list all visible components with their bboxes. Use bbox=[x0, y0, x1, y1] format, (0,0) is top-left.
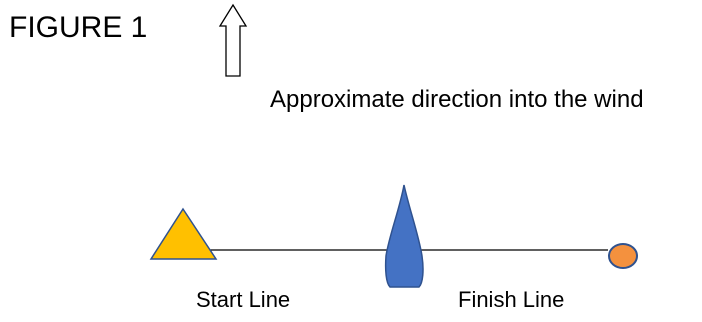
start-line-label: Start Line bbox=[196, 287, 291, 312]
up-arrow-icon bbox=[218, 3, 248, 77]
figure-title: FIGURE 1 bbox=[9, 11, 148, 44]
triangle-buoy-icon bbox=[149, 207, 218, 260]
finish-line-label: Finish Line bbox=[458, 287, 565, 312]
wind-direction-label: Approximate direction into the wind bbox=[270, 86, 644, 113]
circle-buoy-icon bbox=[608, 243, 638, 269]
boat-hull-icon bbox=[384, 184, 424, 288]
